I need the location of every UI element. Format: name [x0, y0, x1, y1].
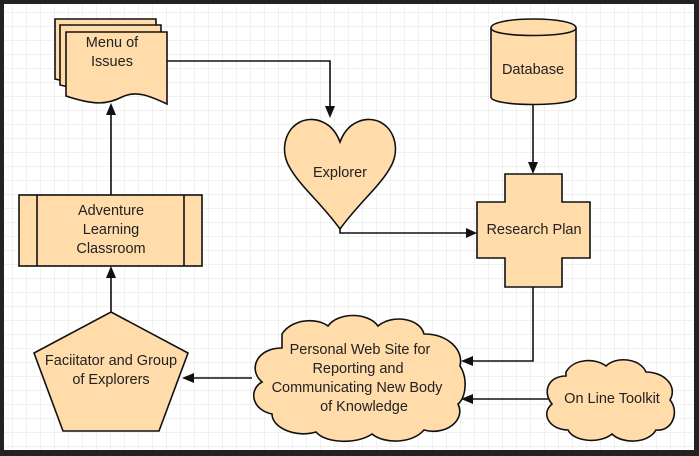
node-label-line: Menu of: [86, 35, 139, 51]
heart-shape: [283, 118, 397, 231]
arrowhead-right: [466, 228, 477, 238]
node-label-line: of Explorers: [72, 372, 149, 388]
node-online-toolkit[interactable]: On Line Toolkit: [546, 359, 676, 442]
node-facilitator-and-group[interactable]: Faciitator and Group of Explorers: [33, 311, 189, 432]
arrowhead-left: [461, 394, 473, 404]
node-menu-of-issues[interactable]: Menu of Issues: [54, 18, 168, 106]
node-personal-web-site[interactable]: Personal Web Site for Reporting and Comm…: [252, 314, 466, 443]
arrowhead-up: [106, 103, 116, 115]
node-label-line: Database: [502, 62, 564, 78]
node-label-line: Reporting and: [312, 361, 403, 377]
edge-facilitator-to-classroom: [106, 266, 116, 312]
edge-toolkit-to-website: [461, 394, 548, 404]
node-label-line: Learning: [83, 222, 139, 238]
pentagon-shape: [33, 311, 189, 432]
arrowhead-up: [106, 266, 116, 278]
cylinder-top-rim: [490, 27, 577, 37]
node-label-line: Explorer: [313, 165, 367, 181]
process-box: [18, 194, 203, 267]
node-label-line: Research Plan: [486, 222, 581, 238]
edge-website-to-facilitator: [182, 373, 252, 383]
arrowhead-down: [325, 106, 335, 118]
node-label-line: Communicating New Body: [272, 380, 444, 396]
document-page-front: [65, 31, 168, 106]
node-database[interactable]: Database: [490, 18, 577, 106]
edge-research-to-website: [461, 287, 534, 366]
arrowhead-left: [182, 373, 194, 383]
node-label-line: On Line Toolkit: [564, 391, 660, 407]
node-research-plan[interactable]: Research Plan: [476, 173, 591, 288]
node-label-line: Personal Web Site for: [290, 342, 431, 358]
edge-classroom-to-menu: [106, 103, 116, 195]
cloud-shape: [252, 314, 466, 443]
arrowhead-down: [528, 162, 538, 174]
node-label-line: Adventure: [78, 203, 144, 219]
node-adventure-learning-classroom[interactable]: Adventure Learning Classroom: [18, 194, 203, 267]
node-label-line: of Knowledge: [320, 399, 408, 415]
cross-shape: [476, 173, 591, 288]
node-label-line: Classroom: [76, 241, 145, 257]
edge-menu-to-explorer: [167, 60, 335, 118]
arrowhead-left: [461, 356, 473, 366]
cloud-shape: [546, 359, 676, 442]
edge-database-to-research: [528, 103, 538, 174]
node-label-line: Faciitator and Group: [45, 353, 177, 369]
cylinder-body: [490, 18, 577, 106]
node-label-line: Issues: [91, 54, 133, 70]
node-explorer[interactable]: Explorer: [283, 118, 397, 231]
